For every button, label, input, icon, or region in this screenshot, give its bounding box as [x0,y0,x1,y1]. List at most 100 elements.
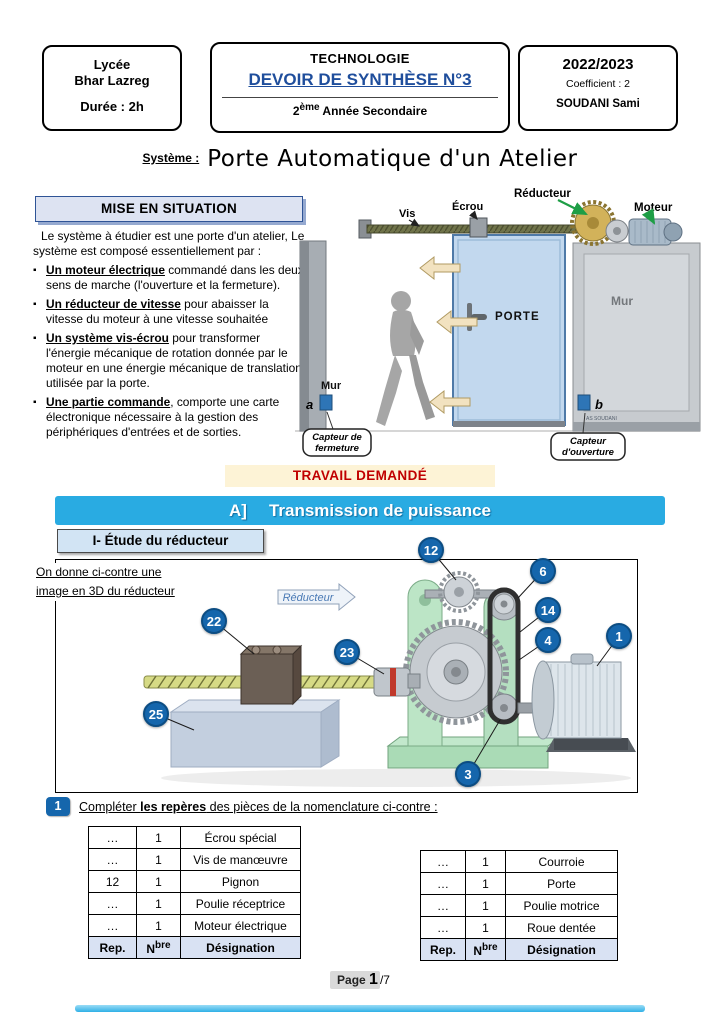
callout-22: 22 [201,608,227,634]
coupling [373,667,421,697]
callout-4: 4 [535,627,561,653]
ground-shadow [161,769,631,787]
callout-25: 25 [143,701,169,727]
designation-cell: Porte [505,872,618,895]
question-1: 1 Compléter les repères des pièces de la… [46,797,438,816]
grade-sup: ème [299,102,320,113]
designation-cell: Écrou spécial [180,826,301,849]
callout-6: 6 [530,558,556,584]
capteur-fermeture-line1: Capteur de [312,432,362,443]
capteur-fermeture-callout: Capteur de fermeture [302,411,372,457]
nut-block [239,644,303,706]
reducer-assembly [570,200,629,246]
rep-cell: … [420,894,466,917]
arrow-left-icon [419,255,461,281]
school-year: 2022/2023 [562,56,634,73]
door: PORTE [452,234,566,427]
rep-cell: … [88,848,137,871]
callout-12: 12 [418,537,444,563]
pinion-gear [438,571,480,613]
nb-cell: 1 [465,850,506,873]
reducteur-flag: Réducteur [277,582,356,612]
arrow-left-icon [429,389,471,415]
rep-header: Rep. [88,936,137,959]
situation-text: Le système à étudier est une porte d'un … [33,229,307,440]
page-footer: Page 1/7 [0,971,720,989]
callout-3: 3 [455,761,481,787]
exam-duration: Durée : 2h [80,99,144,114]
system-line: Système : Porte Automatique d'un Atelier [0,146,720,172]
nb-cell: 1 [136,826,181,849]
rep-cell: … [420,850,466,873]
system-label: Système : [142,151,200,165]
header-subject-box: TECHNOLOGIE DEVOIR DE SYNTHÈSE N°3 2ème … [210,42,510,133]
callout-14: 14 [535,597,561,623]
nb-cell: 1 [136,914,181,937]
nb-cell: 1 [136,892,181,915]
support-base-box [169,699,341,768]
door-system-figure: Mur AS SOUDANI PORTE [295,183,701,463]
rep-cell: … [420,916,466,939]
belt [487,587,521,725]
nb-cell: 1 [136,848,181,871]
designation-cell: Poulie réceptrice [180,892,301,915]
page-indicator: Page 1 [330,971,380,989]
page-label: Page [337,973,370,987]
marker-a-label: a [306,397,313,412]
section-a-banner: A]Transmission de puissance [55,496,665,525]
door-system-illustration: Mur AS SOUDANI PORTE [295,188,701,461]
callout-23: 23 [334,639,360,665]
designation-cell: Roue dentée [505,916,618,939]
bullet-text: Un moteur électrique commandé dans les d… [46,263,304,292]
question-1-text: Compléter les repères des pièces de la n… [79,799,438,814]
designation-header: Désignation [505,938,618,961]
right-wall: Mur AS SOUDANI [572,242,701,432]
vis-label: Vis [399,208,415,220]
rep-cell: … [420,872,466,895]
nb-cell: 1 [465,872,506,895]
top-pulley [487,587,521,621]
school-name-line1: Lycée [93,57,131,72]
designation-cell: Pignon [180,870,301,893]
bullet-text: Un système vis-écrou pour transformer l'… [46,331,302,390]
figure-note-line1: On donne ci-contre une [36,565,162,579]
teacher-name: SOUDANI Sami [556,98,640,110]
capteur-ouverture-callout: Capteur d'ouverture [550,412,626,461]
mise-en-situation-heading: MISE EN SITUATION [35,196,303,222]
motor-3d [517,653,636,752]
grade-number: 2 [292,104,300,118]
reducteur-flag-label: Réducteur [283,592,335,604]
page-number: 1 [369,971,378,988]
nb-header: Nbre [465,938,506,961]
designation-cell: Courroie [505,850,618,873]
coefficient: Coefficient : 2 [565,78,630,90]
school-name-line2: Bhar Lazreg [74,73,150,88]
rep-cell: 12 [88,870,137,893]
rep-cell: … [88,914,137,937]
arrow-left-icon [436,309,478,335]
marker-b-label: b [595,397,603,412]
author-watermark: AS SOUDANI [586,416,617,422]
system-title: Porte Automatique d'un Atelier [207,146,578,172]
rep-cell: … [88,892,137,915]
ecrou-label: Écrou [452,200,483,213]
designation-cell: Poulie motrice [505,894,618,917]
moteur-label: Moteur [634,202,673,214]
question-1-badge: 1 [46,797,70,816]
figure-note-line2: image en 3D du réducteur [36,584,175,598]
wall-right-label: Mur [611,294,633,308]
section-a-title: Transmission de puissance [268,501,491,520]
nb-cell: 1 [465,916,506,939]
reducteur-label: Réducteur [514,188,571,200]
figure-note: On donne ci-contre une image en 3D du ré… [36,563,216,601]
